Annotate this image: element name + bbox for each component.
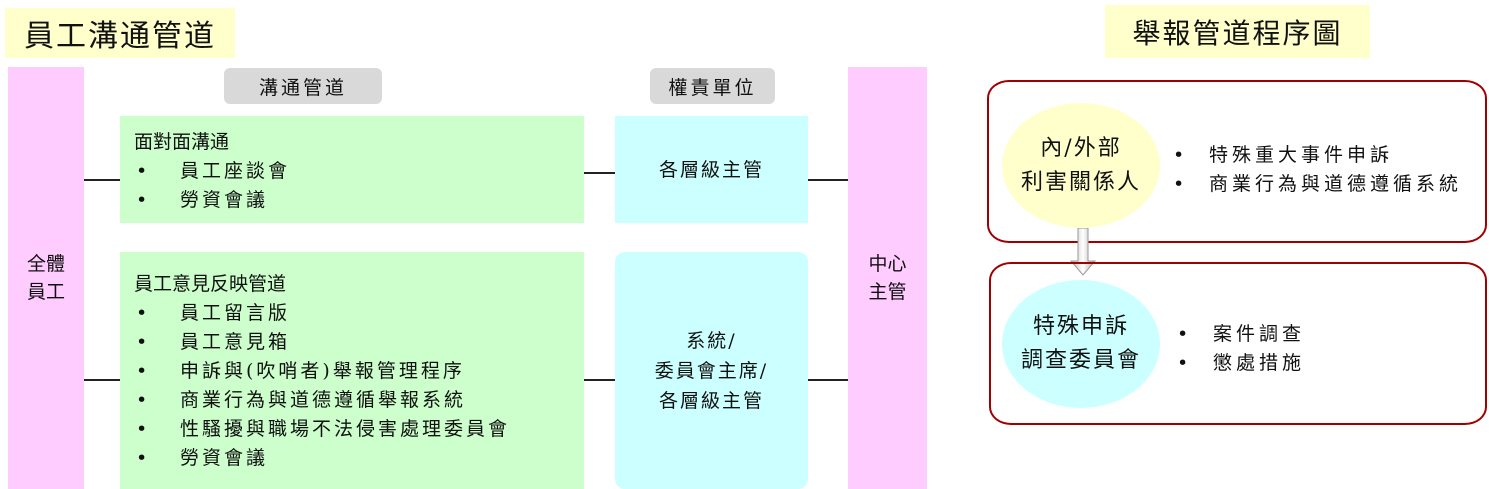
left-title: 員工溝通管道 [5, 8, 235, 58]
center-supervisor-bar: 中心主管 [848, 67, 927, 489]
connector [808, 179, 848, 181]
list-item: 勞資會議 [134, 444, 570, 473]
channel-title: 面對面溝通 [134, 131, 230, 153]
committee-ellipse: 特殊申訴調查委員會 [1002, 280, 1160, 408]
connector [84, 379, 120, 381]
right-title: 舉報管道程序圖 [1105, 5, 1370, 58]
list-item: 性騷擾與職場不法侵害處理委員會 [134, 415, 570, 444]
unit-box: 各層級主管 [615, 116, 808, 223]
list-item: 員工意見箱 [134, 328, 570, 357]
list-item: 員工座談會 [134, 157, 570, 186]
list-item: 勞資會議 [134, 186, 570, 215]
ellipse-line: 調查委員會 [1020, 348, 1141, 373]
channel-title: 員工意見反映管道 [134, 273, 287, 295]
ellipse-line: 特殊申訴 [1032, 314, 1129, 339]
list-item: 商業行為與道德遵循舉報系統 [134, 386, 570, 415]
list-item: 特殊重大事件申訴 [1173, 141, 1462, 170]
connector [584, 379, 615, 381]
connector [84, 179, 120, 181]
list-item: 懲處措施 [1177, 349, 1305, 378]
channel-header: 溝通管道 [224, 68, 382, 104]
unit-box: 系統/ 委員會主席/ 各層級主管 [615, 252, 808, 489]
stakeholders-ellipse: 內/外部利害關係人 [1002, 103, 1160, 228]
step-box-1 [987, 80, 1487, 243]
connector [584, 172, 615, 174]
list-item: 商業行為與道德遵循系統 [1173, 170, 1462, 199]
unit-line: 委員會主席/ [654, 359, 769, 382]
step-box-2 [989, 262, 1487, 425]
ellipse-line: 內/外部 [1040, 135, 1122, 161]
list-item: 員工留言版 [134, 299, 570, 328]
step-1-list: 特殊重大事件申訴 商業行為與道德遵循系統 [1173, 141, 1462, 199]
list-item: 案件調查 [1177, 320, 1305, 349]
unit-line: 系統/ [686, 329, 737, 352]
center-supervisor-label: 中心主管 [868, 253, 907, 303]
list-item: 申訴與(吹哨者)舉報管理程序 [134, 357, 570, 386]
feedback-channel-box: 員工意見反映管道 員工留言版 員工意見箱 申訴與(吹哨者)舉報管理程序 商業行為… [120, 252, 584, 489]
face-to-face-box: 面對面溝通 員工座談會勞資會議 [120, 116, 584, 223]
all-employees-bar: 全體員工 [8, 67, 84, 489]
ellipse-line: 利害關係人 [1020, 169, 1141, 195]
unit-line: 各層級主管 [658, 389, 764, 412]
step-2-list: 案件調查 懲處措施 [1177, 320, 1305, 378]
all-employees-label: 全體員工 [26, 253, 65, 303]
connector [808, 379, 848, 381]
unit-header: 權責單位 [650, 68, 775, 104]
